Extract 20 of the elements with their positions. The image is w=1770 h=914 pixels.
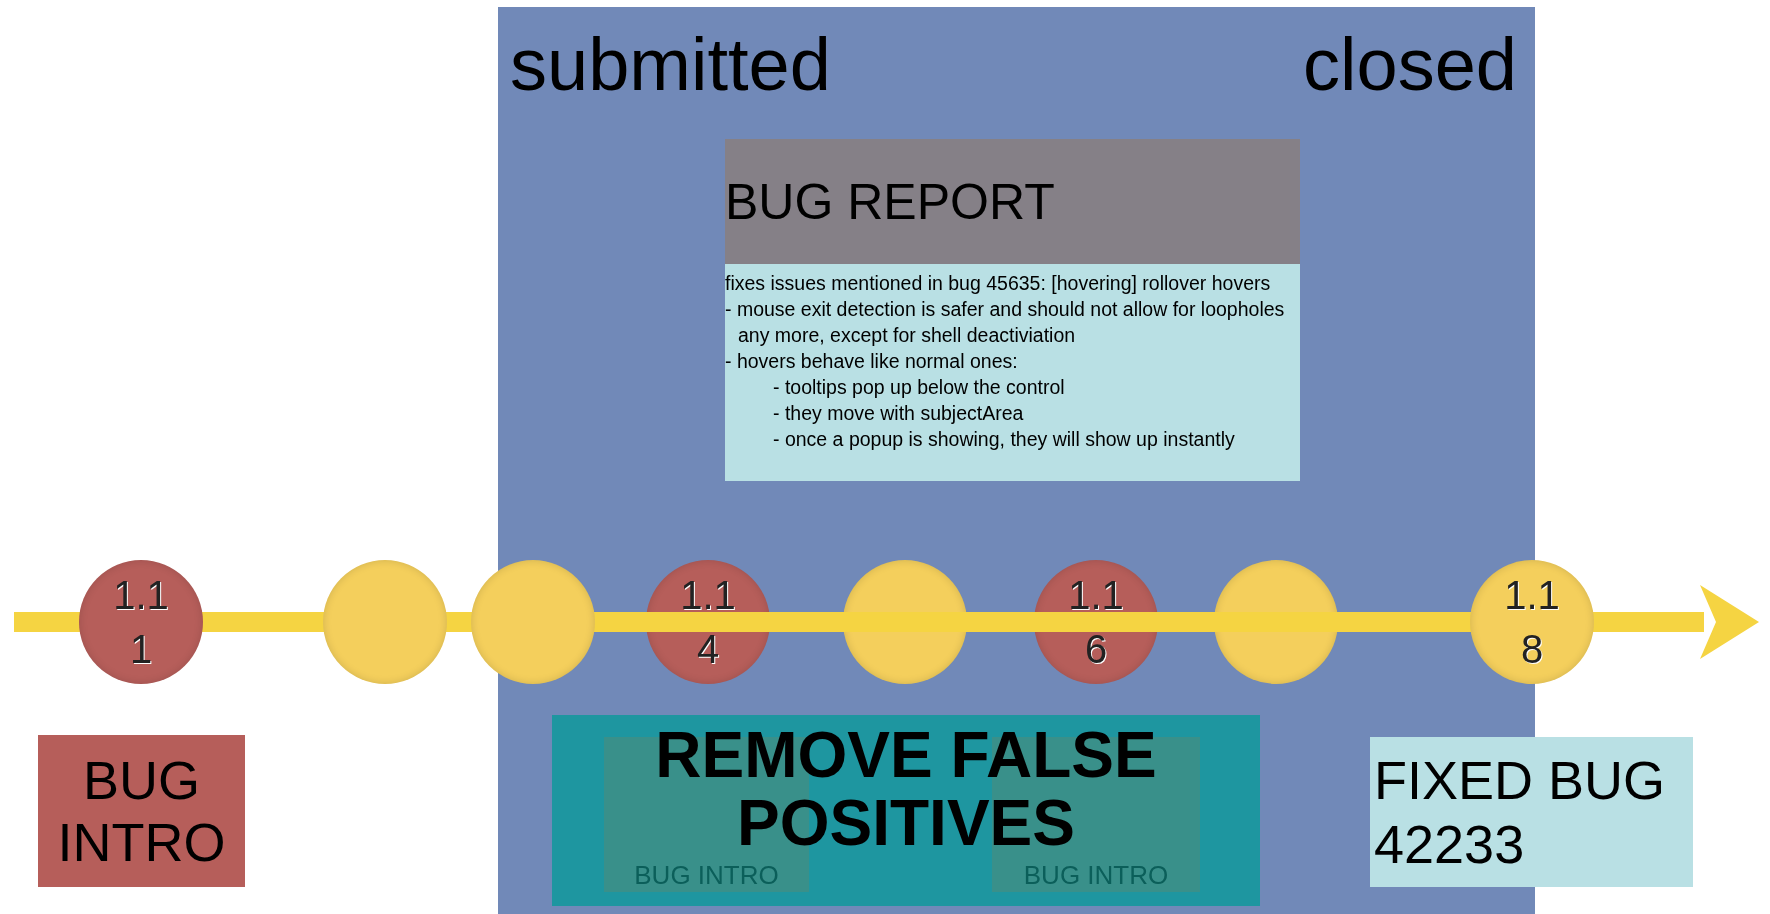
report-line: - tooltips pop up below the control [772,375,1066,400]
report-line: - hovers behave like normal ones: [725,349,1019,374]
phase-label: submitted [510,25,831,105]
version-label: 1.1 1 [112,572,170,673]
box-label: BUG INTRO [56,749,227,873]
highlight-box [552,715,1260,906]
bug-intro-box [38,735,245,887]
report-line: - once a popup is showing, they will show up instantly [772,427,1236,452]
card-header: BUG REPORT [725,139,1300,264]
bug-report-card [725,139,1300,481]
version-label: 1.1 8 [1503,572,1561,673]
report-line: fixes issues mentioned in bug 45635: [hovering] rollover hovers [725,271,1272,296]
report-line: - mouse exit detection is safer and should not allow for loopholes any more, except for shell deactiviation [725,297,1286,348]
phase-label: closed [1303,25,1517,105]
box-label: FIXED BUG 42233 [1373,749,1667,876]
report-line: - they move with subjectArea [772,401,1025,426]
highlight-heading: REMOVE FALSE POSITIVES [654,721,1158,857]
version-label: 1.1 6 [1067,572,1125,673]
version-label: 1.1 4 [679,572,737,673]
fixed-bug-box [1370,737,1693,887]
